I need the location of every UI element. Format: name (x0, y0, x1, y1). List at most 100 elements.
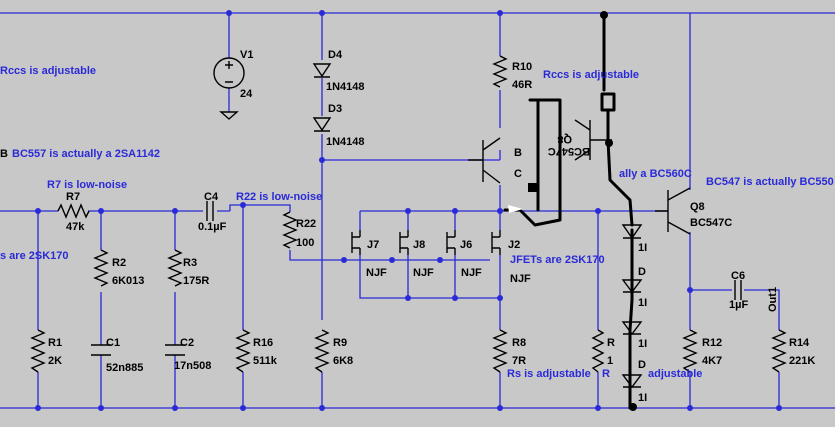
label-r10-ref: R10 (512, 61, 532, 73)
label-r12-ref: R12 (702, 337, 722, 349)
label-r7-ref: R7 (66, 191, 80, 203)
comment-adjustable: adjustable (648, 368, 702, 380)
comment-r7-low-noise: R7 is low-noise (47, 179, 127, 191)
label-v1-ref: V1 (240, 49, 253, 61)
label-d3-ref: D3 (328, 103, 342, 115)
resistor-r14[interactable] (771, 329, 787, 373)
diode-d4[interactable] (312, 63, 332, 78)
label-d3-value: 1N4148 (326, 136, 365, 148)
label-partial-r-blue: R (602, 368, 610, 380)
label-r1-value: 2K (48, 355, 62, 367)
junction-dots (35, 10, 782, 411)
comment-rccs-left: Rccs is adjustable (0, 65, 96, 77)
label-j8-value: NJF (413, 267, 434, 279)
resistor-r2[interactable] (93, 249, 109, 287)
label-r3-value: 175R (183, 275, 209, 287)
label-r14-ref: R14 (789, 337, 810, 349)
transistor-q8[interactable] (655, 187, 691, 235)
label-c1-ref: C1 (106, 337, 120, 349)
label-r3-ref: R3 (183, 257, 197, 269)
label-q8-flipped-value: BC547C (548, 145, 590, 157)
capacitor-c4[interactable] (206, 201, 214, 221)
label-r12-value: 4K7 (702, 355, 722, 367)
label-j6-ref: J6 (460, 239, 472, 251)
label-diode-frag-3: 1I (638, 297, 647, 309)
capacitor-c6[interactable] (734, 280, 742, 300)
transistor-upper[interactable] (468, 137, 501, 184)
label-hidden-c: C (514, 168, 522, 180)
resistor-r9[interactable] (314, 329, 330, 373)
diode-d3[interactable] (312, 117, 332, 132)
label-r2-ref: R2 (112, 257, 126, 269)
label-j7-value: NJF (366, 267, 387, 279)
comment-jfets-left: s are 2SK170 (0, 250, 69, 262)
label-r22-ref: R22 (296, 218, 316, 230)
label-q8-value: BC547C (690, 217, 732, 229)
label-r22-value: 100 (296, 237, 314, 249)
label-c6-value: 1µF (729, 299, 748, 311)
label-r9-value: 6K8 (333, 355, 353, 367)
hand-drawn-markup (503, 11, 643, 411)
label-v1-value: 24 (240, 88, 253, 100)
label-flag-b: B (0, 148, 8, 160)
label-j2-value: NJF (510, 273, 531, 285)
comment-bc560c: ally a BC560C (619, 168, 692, 180)
comment-bc557: BC557 is actually a 2SA1142 (12, 148, 160, 160)
comment-jfets: JFETs are 2SK170 (510, 254, 605, 266)
comment-rccs-right: Rccs is adjustable (543, 69, 639, 81)
comment-bc550: BC547 is actually BC550 (706, 176, 834, 188)
netlabel-out1: Out1 (767, 287, 779, 312)
voltage-source-v1[interactable] (213, 57, 245, 120)
capacitor-c2[interactable] (165, 344, 185, 356)
resistor-r12[interactable] (682, 329, 698, 373)
label-j8-ref: J8 (413, 239, 425, 251)
component-labels: V1 24 D4 1N4148 D3 1N4148 R10 46R B C Q8… (48, 49, 815, 404)
label-r2-value: 6K013 (112, 275, 144, 287)
label-diode-frag-5: D (638, 359, 646, 371)
label-hidden-base: B (514, 147, 522, 159)
label-c4-ref: C4 (204, 191, 219, 203)
label-partial-r-ref: R (607, 337, 615, 349)
label-j7-ref: J7 (367, 239, 379, 251)
label-c6-ref: C6 (731, 270, 745, 282)
label-r16-ref: R16 (253, 337, 273, 349)
label-c1-value: 52n885 (106, 362, 143, 374)
capacitor-c1[interactable] (91, 344, 111, 356)
jfet-j8[interactable] (399, 230, 409, 255)
label-partial-r-value: 1 (607, 355, 613, 367)
label-r16-value: 511k (253, 355, 278, 367)
resistor-r1[interactable] (30, 329, 46, 373)
label-d4-ref: D4 (328, 49, 343, 61)
label-r8-ref: R8 (512, 337, 526, 349)
resistor-r8[interactable] (492, 329, 508, 373)
label-diode-frag-2: D (638, 266, 646, 278)
comment-rs-adjustable: Rs is adjustable (507, 368, 591, 380)
label-r14-value: 221K (789, 355, 815, 367)
label-c2-ref: C2 (180, 337, 194, 349)
label-q8-flipped-ref: Q8 (557, 133, 572, 145)
jfet-j2[interactable] (491, 230, 501, 255)
label-r9-ref: R9 (333, 337, 347, 349)
comment-r22-low-noise: R22 is low-noise (236, 191, 322, 203)
label-q8-ref: Q8 (690, 201, 705, 213)
label-j6-value: NJF (461, 267, 482, 279)
label-d4-value: 1N4148 (326, 81, 365, 93)
label-c4-value: 0.1µF (198, 221, 227, 233)
comments: Rccs is adjustable Rccs is adjustable B … (0, 65, 834, 380)
label-r8-value: 7R (512, 355, 526, 367)
label-r10-value: 46R (512, 79, 532, 91)
resistor-r22[interactable] (282, 211, 298, 249)
resistor-r7[interactable] (57, 203, 90, 219)
label-c2-value: 17n508 (174, 360, 211, 372)
resistor-r16[interactable] (235, 329, 251, 373)
resistor-partial[interactable] (591, 329, 605, 373)
label-j2-ref: J2 (508, 239, 520, 251)
jfet-j6[interactable] (446, 230, 456, 255)
resistor-r10[interactable] (492, 55, 508, 88)
label-diode-frag-4: 1I (638, 338, 647, 350)
jfet-j7[interactable] (351, 230, 361, 255)
label-r7-value: 47k (66, 221, 85, 233)
resistor-r3[interactable] (167, 249, 183, 287)
label-diode-frag-6: 1I (638, 392, 647, 404)
